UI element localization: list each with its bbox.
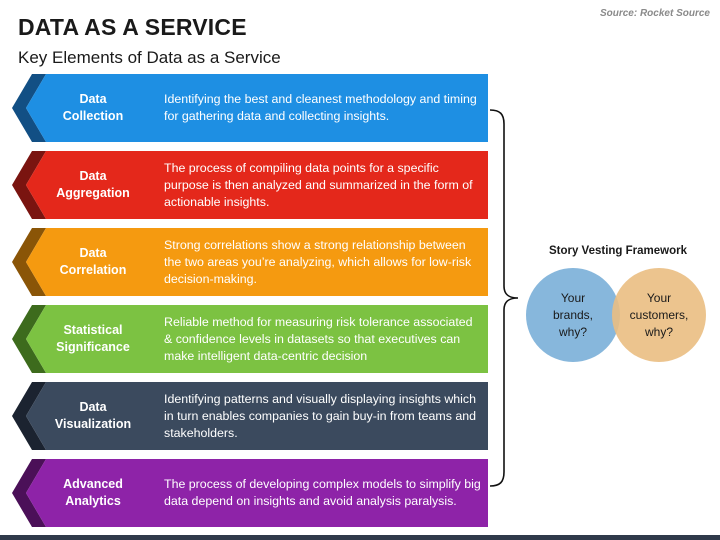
element-description: Identifying the best and cleanest method… — [164, 92, 477, 123]
element-description: The process of compiling data points for… — [164, 160, 473, 209]
bottom-bar — [0, 535, 720, 540]
element-band — [134, 151, 488, 219]
framework-title: Story Vesting Framework — [548, 245, 688, 257]
element-label: Statistical Significance — [56, 323, 130, 354]
element-band — [134, 228, 488, 296]
element-description: Strong correlations show a strong relati… — [164, 237, 472, 286]
element-label: Advanced Analytics — [63, 477, 123, 508]
chevron-shape — [12, 151, 138, 219]
source-note: Source: Rocket Source — [599, 8, 710, 19]
element-label: Data Aggregation — [56, 169, 130, 200]
element-row-statistical-significance: Statistical Significance Reliable method… — [12, 305, 488, 373]
chevron-shape — [12, 382, 138, 450]
element-row-data-aggregation: Data Aggregation The process of compilin… — [12, 151, 488, 219]
brands-circle-text: Your brands, why? — [552, 290, 594, 339]
element-row-data-collection: Data Collection Identifying the best and… — [12, 74, 488, 142]
element-label: Data Correlation — [59, 246, 127, 277]
element-row-advanced-analytics: Advanced Analytics The process of develo… — [12, 459, 488, 527]
element-row-data-correlation: Data Correlation Strong correlations sho… — [12, 228, 488, 296]
element-label: Data Visualization — [54, 400, 132, 431]
chevron-shape — [12, 459, 138, 527]
page-title: DATA AS A SERVICE — [18, 14, 247, 40]
element-band — [134, 459, 488, 527]
customers-circle-text: Your customers, why? — [629, 290, 689, 339]
element-description: The process of developing complex models… — [164, 477, 481, 508]
element-label: Data Collection — [62, 92, 124, 123]
element-band — [134, 74, 488, 142]
element-band — [134, 305, 488, 373]
element-band — [134, 382, 488, 450]
page-subtitle: Key Elements of Data as a Service — [18, 48, 281, 67]
element-description: Identifying patterns and visually displa… — [164, 391, 477, 440]
element-row-data-visualization: Data Visualization Identifying patterns … — [12, 382, 488, 450]
chevron-shape — [12, 74, 138, 142]
curly-brace — [489, 109, 519, 487]
element-description: Reliable method for measuring risk toler… — [164, 314, 473, 363]
customers-circle — [612, 268, 706, 362]
chevron-shape — [12, 228, 138, 296]
brands-circle — [526, 268, 620, 362]
chevron-shape — [12, 305, 138, 373]
